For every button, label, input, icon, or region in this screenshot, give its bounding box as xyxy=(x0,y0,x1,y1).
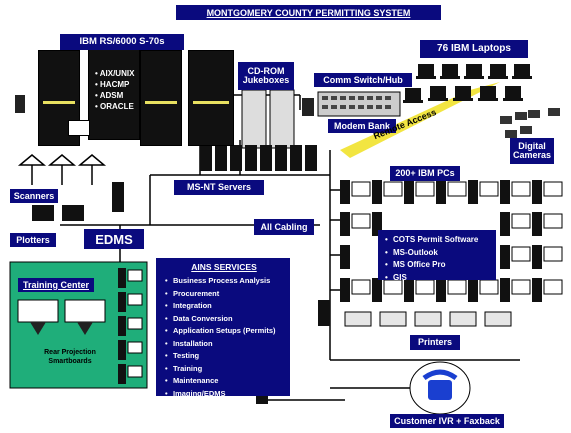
comm-switch-label: Comm Switch/Hub xyxy=(314,73,412,87)
hub-device xyxy=(302,98,314,116)
server-software-item: HACMP xyxy=(95,79,153,90)
jukebox-2 xyxy=(270,90,294,148)
plotters-label: Plotters xyxy=(10,233,56,247)
jukebox-1 xyxy=(242,90,266,148)
scanners-label: Scanners xyxy=(10,189,58,203)
training-pcs xyxy=(118,268,126,384)
laptops-label: 76 IBM Laptops xyxy=(420,40,528,58)
edms-label: EDMS xyxy=(84,229,144,249)
digital-cameras-label: Digital Cameras xyxy=(510,138,554,164)
ains-item: Maintenance xyxy=(173,375,285,388)
training-center-label: Training Center xyxy=(18,278,94,292)
server-software-item: AIX/UNIX xyxy=(95,68,153,79)
software-item: MS Office Pro xyxy=(393,259,491,272)
software-item: COTS Permit Software xyxy=(393,234,491,247)
ains-item: Data Conversion xyxy=(173,313,285,326)
software-item: GIS xyxy=(393,272,491,285)
laptops-group xyxy=(403,64,532,103)
print-server xyxy=(318,300,330,326)
cdrom-label-line2: Jukeboxes xyxy=(243,76,290,85)
page-title: MONTGOMERY COUNTY PERMITTING SYSTEM xyxy=(176,5,441,20)
server-software-item: ORACLE xyxy=(95,101,153,112)
ains-services-box: AINS SERVICES Business Process Analysis … xyxy=(156,258,290,396)
ains-item: Imaging/EDMS xyxy=(173,388,285,401)
ms-nt-servers-label: MS-NT Servers xyxy=(174,180,264,195)
rs6000-tower-4 xyxy=(188,50,234,146)
ains-item: Testing xyxy=(173,350,285,363)
training-center-sublabel: Rear Projection Smartboards xyxy=(30,348,110,366)
digital-cameras-group xyxy=(500,108,560,138)
ains-item: Integration xyxy=(173,300,285,313)
nt-servers-group xyxy=(200,145,317,171)
digital-cameras-line2: Cameras xyxy=(513,151,551,160)
scanners-group xyxy=(20,155,104,185)
all-cabling-label: All Cabling xyxy=(254,219,314,235)
ains-item: Training xyxy=(173,363,285,376)
pcs-label: 200+ IBM PCs xyxy=(390,166,460,181)
cdrom-label: CD-ROM Jukeboxes xyxy=(238,62,294,90)
software-item: MS-Outlook xyxy=(393,247,491,260)
comm-switch-device xyxy=(318,92,400,116)
servers-label: IBM RS/6000 S-70s xyxy=(60,34,184,50)
ains-item: Business Process Analysis xyxy=(173,275,285,288)
ains-heading: AINS SERVICES xyxy=(163,262,285,272)
tape-unit xyxy=(15,95,25,113)
training-sublabel-line1: Rear Projection xyxy=(30,348,110,357)
server-software-item: ADSM xyxy=(95,90,153,101)
training-sublabel-line2: Smartboards xyxy=(30,357,110,366)
software-box: COTS Permit Software MS-Outlook MS Offic… xyxy=(378,230,496,280)
printers-group xyxy=(345,312,511,326)
server-software-list: AIX/UNIX HACMP ADSM ORACLE xyxy=(95,68,153,112)
printers-label: Printers xyxy=(410,335,460,350)
server-console xyxy=(68,120,90,136)
customer-ivr-label: Customer IVR + Faxback xyxy=(390,414,504,428)
ains-item: Procurement xyxy=(173,288,285,301)
ains-item: Installation xyxy=(173,338,285,351)
ains-item: Application Setups (Permits) xyxy=(173,325,285,338)
